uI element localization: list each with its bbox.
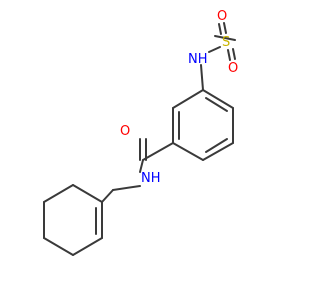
bond-s-o-bottom-2 — [232, 48, 236, 60]
chx-bond-5 — [43, 184, 74, 203]
chx-bond-6 — [72, 184, 103, 203]
bond-s-o-top — [223, 22, 227, 34]
bond-s-o-bottom — [227, 49, 231, 61]
bond-ch2-ch2 — [101, 189, 114, 203]
bond-n-ring — [200, 64, 204, 91]
bond-n-ch2 — [112, 185, 141, 191]
ring-bond-4 — [172, 142, 204, 161]
bond-ch3-s — [214, 35, 236, 41]
atom-o-top: O — [217, 9, 227, 24]
ring-inner-2 — [205, 138, 228, 153]
structure-svg: O S O NH O NH — [43, 9, 238, 256]
bond-ring-carbonyl — [142, 142, 174, 161]
molecule-diagram: O S O NH O NH — [43, 9, 238, 256]
bond-s-n — [208, 46, 221, 53]
atom-nh-amide: NH — [141, 171, 161, 186]
atom-s: S — [222, 35, 230, 50]
atom-nh-sulfonamide: NH — [188, 52, 208, 67]
ring-bond-3 — [202, 142, 234, 161]
bond-s-o-top-2 — [218, 23, 222, 35]
bond-c-n — [139, 159, 144, 173]
ring-inner-1 — [205, 97, 228, 112]
chx-bond-2 — [72, 237, 103, 256]
ring-bond-1 — [202, 89, 234, 109]
ring-bond-6 — [172, 89, 204, 109]
atom-o-bottom: O — [228, 61, 238, 76]
atom-o-carbonyl: O — [120, 124, 130, 139]
chx-bond-3 — [43, 237, 74, 256]
